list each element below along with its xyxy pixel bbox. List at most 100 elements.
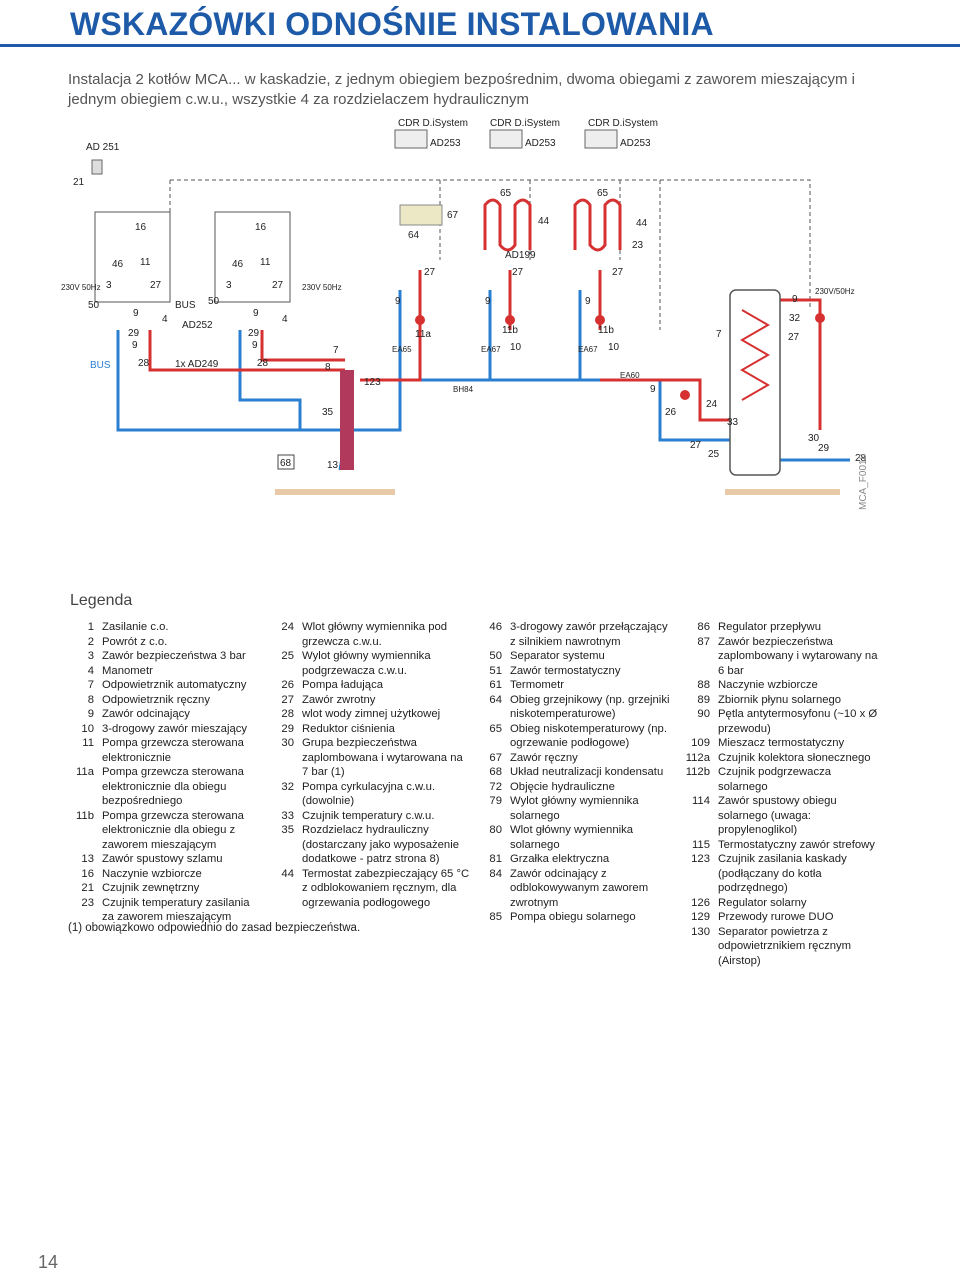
label-9g: 9 [585, 296, 591, 307]
label-power-mid: 230V 50Hz [302, 283, 342, 292]
label-65b: 65 [597, 188, 609, 199]
label-123: 123 [364, 377, 381, 388]
label-44b: 44 [636, 218, 648, 229]
legend-item-number: 86 [697, 621, 710, 633]
legend-item-number: 65 [489, 722, 502, 735]
label-ea67-2: EA67 [578, 345, 598, 354]
boiler-2 [214, 211, 291, 303]
label-ad251: AD 251 [86, 142, 120, 153]
label-29b: 29 [248, 328, 260, 339]
legend-item-text: Wylot główny wymiennika solarnego [510, 795, 639, 822]
label-30: 30 [808, 433, 820, 444]
legend-item-number: 4 [87, 664, 94, 677]
legend-item-number: 35 [281, 824, 294, 836]
dhw-tank [729, 289, 781, 476]
legend-item-text: Przewody rurowe DUO [718, 911, 834, 923]
title-underline [0, 44, 960, 47]
legend-item-text: Grupa bezpieczeństwa zaplombowana i wyta… [302, 737, 463, 778]
cdr-controller-3 [584, 129, 618, 149]
label-4b: 4 [282, 314, 288, 325]
legend-item-number: 1 [87, 621, 94, 633]
label-ad252: AD252 [182, 320, 213, 331]
pump-icon [595, 315, 605, 325]
legend-item-text: Powrót z c.o. [102, 635, 168, 648]
legend-item-number: 109 [691, 737, 710, 749]
label-65a: 65 [500, 188, 512, 199]
legend-item-number: 68 [489, 766, 502, 778]
label-9b: 9 [253, 308, 259, 319]
label-26: 26 [665, 407, 677, 418]
legend-item-text: Zawór spustowy szlamu [102, 853, 223, 865]
legend-item-number: 2 [87, 635, 94, 648]
label-21: 21 [73, 177, 85, 188]
legend-item-text: Regulator przepływu [718, 621, 821, 633]
legend-item-number: 123 [691, 853, 710, 865]
pump-icon [815, 313, 825, 323]
legend-item-number: 129 [691, 911, 710, 923]
label-10b: 10 [608, 342, 620, 353]
label-9a: 9 [133, 308, 139, 319]
diagram-code: MCA_F0010 [858, 453, 869, 510]
legend-item-number: 32 [281, 780, 294, 793]
legend-item-text: Zawór spustowy obiegu solarnego (uwaga: … [718, 795, 837, 836]
legend-item-number: 27 [281, 693, 294, 706]
legend-item-number: 114 [691, 795, 710, 807]
legend-item-number: 126 [691, 896, 710, 909]
legend-item-number: 64 [489, 693, 502, 706]
legend-item-text: Separator powietrza z odpowietrznikiem r… [718, 925, 852, 967]
label-3a: 3 [106, 280, 112, 291]
intro-text: Instalacja 2 kotłów MCA... w kaskadzie, … [68, 71, 855, 108]
legend-item-text: Zbiornik płynu solarnego [718, 693, 842, 706]
legend-item-number: 51 [489, 664, 502, 677]
legend-item-number: 25 [281, 650, 294, 662]
label-28c: 28 [855, 453, 867, 464]
label-9c: 9 [132, 340, 138, 351]
legend-item-number: 24 [281, 621, 294, 633]
legend-item-number: 67 [489, 751, 502, 764]
neutralization-unit [277, 454, 295, 470]
legend-item: 114 Zawór spustowy obiegu solarnego (uwag… [680, 794, 880, 838]
label-ea65: EA65 [392, 345, 412, 354]
label-11b-2: 11b [598, 325, 614, 336]
label-cdr-2: CDR D.iSystem [490, 118, 560, 129]
label-27b: 27 [272, 280, 284, 291]
legend-item-number: 11b [75, 809, 94, 822]
label-11a: 11a [415, 329, 431, 340]
label-29c: 29 [818, 443, 830, 454]
legend-item-text: Separator systemu [510, 650, 605, 662]
legend-item-text: Naczynie wzbiorcze [102, 867, 202, 880]
legend-item-text: Pętla antytermosyfonu (~10 x Ø przewodu) [718, 708, 878, 735]
legend-item: 2 Powrót z c.o. [70, 635, 255, 650]
pump-icon [680, 390, 690, 400]
label-27c: 27 [424, 267, 436, 278]
label-10a: 10 [510, 342, 522, 353]
label-35: 35 [322, 407, 334, 418]
label-29a: 29 [128, 328, 140, 339]
legend-item-text: 3-drogowy zawór mieszający [102, 722, 248, 735]
legend-item-text: Reduktor ciśnienia [302, 722, 395, 735]
label-bus-1: BUS [175, 300, 196, 311]
label-11a-boiler: 11 [140, 257, 151, 268]
legend-item-number: 81 [489, 853, 502, 865]
legend-column-2: 24 Wlot główny wymiennika pod grzewcza c.… [270, 620, 470, 910]
legend-item-number: 21 [81, 882, 94, 894]
legend-item-number: 87 [697, 635, 710, 648]
legend-item-text: Wlot główny wymiennika pod grzewcza c.w.… [302, 621, 448, 648]
label-bh84: BH84 [453, 385, 474, 394]
label-16b: 16 [255, 222, 267, 233]
label-44a: 44 [538, 216, 550, 227]
